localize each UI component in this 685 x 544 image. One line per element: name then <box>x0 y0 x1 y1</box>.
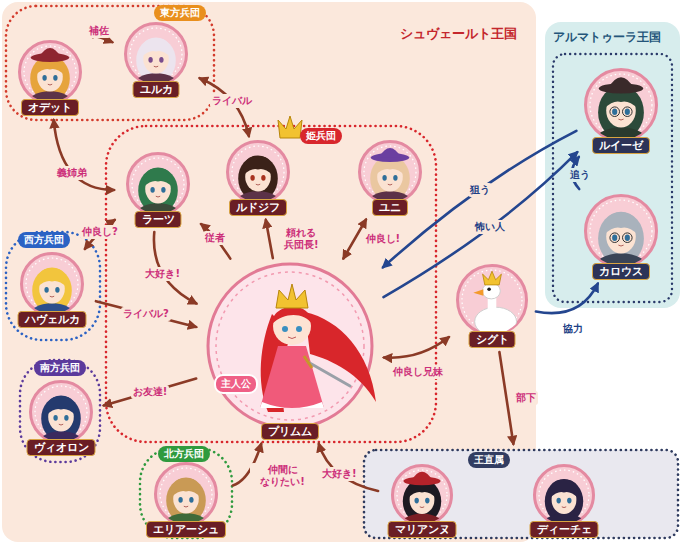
relation-arrow <box>54 120 114 190</box>
relation-label: ライバル <box>210 94 254 108</box>
relation-label: 仲間に なりたい! <box>250 463 316 489</box>
relation-arrow <box>384 152 578 297</box>
name-plate: ユニ <box>372 199 408 216</box>
relation-label: 追う <box>568 168 592 182</box>
group-label: 東方兵団 <box>154 5 206 21</box>
kingdom-region: アルマトゥーラ王国ルイーゼカロウス <box>545 22 680 308</box>
relation-arrow <box>384 337 449 358</box>
character-node: ルイーゼ <box>580 62 662 154</box>
relation-arrow <box>96 301 196 327</box>
protagonist-badge: 主人公 <box>214 374 258 394</box>
relation-label: ライバル? <box>121 307 171 321</box>
character-node: ハヴェルカ <box>12 252 92 328</box>
relation-label: 頼れる 兵団長! <box>274 226 328 252</box>
character-node: ラーツ <box>118 152 198 228</box>
relation-label: 怖い人 <box>473 220 507 234</box>
character-node: ディーチェ <box>524 464 604 538</box>
relation-label: 従者 <box>203 231 227 245</box>
relation-arrow <box>319 444 378 491</box>
relation-label: 大好き! <box>320 467 359 481</box>
squad-group: 王直属マリアンヌ ディーチェ <box>362 448 680 540</box>
relation-label: 義姉弟 <box>55 166 89 180</box>
name-plate: マリアンヌ <box>388 521 457 538</box>
character-node: マリアンヌ <box>382 464 462 538</box>
heroine-node: プリムム 主人公 <box>200 262 380 440</box>
group-label: 姫兵団 <box>300 128 342 144</box>
relation-label: お友達! <box>131 385 170 399</box>
kingdom-title: シュヴェールト王国 <box>400 26 517 42</box>
squad-group: 西方兵団ハヴェルカ <box>4 230 102 342</box>
character-node: ユルカ <box>116 22 196 98</box>
relation-arrow <box>343 220 366 259</box>
name-plate: ユルカ <box>133 81 180 98</box>
squad-group: 北方兵団エリアーシュ <box>138 446 234 540</box>
group-label: 南方兵団 <box>34 360 86 376</box>
relation-label: 大好き! <box>143 267 182 281</box>
relation-arrow <box>201 224 230 259</box>
character-node: カロウス <box>580 192 662 280</box>
name-plate: エリアーシュ <box>146 521 226 538</box>
character-node: シグト <box>452 258 532 348</box>
name-plate: オデット <box>21 99 79 116</box>
group-label: 王直属 <box>468 452 510 468</box>
squad-group: 南方兵団ヴィオロン <box>18 358 102 464</box>
relation-label: 狙う <box>468 183 492 197</box>
relation-label: 仲良し兄妹 <box>391 365 445 379</box>
relation-label: 補佐 <box>87 24 111 38</box>
character-node: ルドジフ <box>218 140 298 216</box>
relation-label: 仲良し? <box>80 225 120 239</box>
name-plate: プリムム <box>261 423 319 440</box>
group-label: 西方兵団 <box>18 232 70 248</box>
name-plate: ラーツ <box>135 211 182 228</box>
relation-arrow <box>383 131 576 267</box>
character-node: エリアーシュ <box>143 462 229 538</box>
character-node: ヴィオロン <box>22 380 100 456</box>
name-plate: ルドジフ <box>229 199 287 216</box>
name-plate: シグト <box>469 331 516 348</box>
relation-label: 仲良し! <box>364 232 403 246</box>
kingdom-title: アルマトゥーラ王国 <box>553 29 661 45</box>
squad-group: 東方兵団オデット ユルカ <box>4 4 216 122</box>
character-node: ユニ <box>350 140 430 216</box>
name-plate: ヴィオロン <box>27 439 96 456</box>
name-plate: カロウス <box>592 263 650 280</box>
relation-arrow <box>104 379 196 406</box>
name-plate: ハヴェルカ <box>18 311 87 328</box>
group-label: 北方兵団 <box>158 446 210 462</box>
relation-label: 協力 <box>561 322 585 336</box>
name-plate: ディーチェ <box>530 521 599 538</box>
heroine-illustration <box>200 262 380 440</box>
relation-arrow <box>536 284 598 314</box>
relation-label: 部下 <box>514 391 538 405</box>
name-plate: ルイーゼ <box>592 137 650 154</box>
relation-arrow <box>499 352 513 444</box>
relation-arrow <box>266 220 273 258</box>
character-node: オデット <box>10 40 90 116</box>
